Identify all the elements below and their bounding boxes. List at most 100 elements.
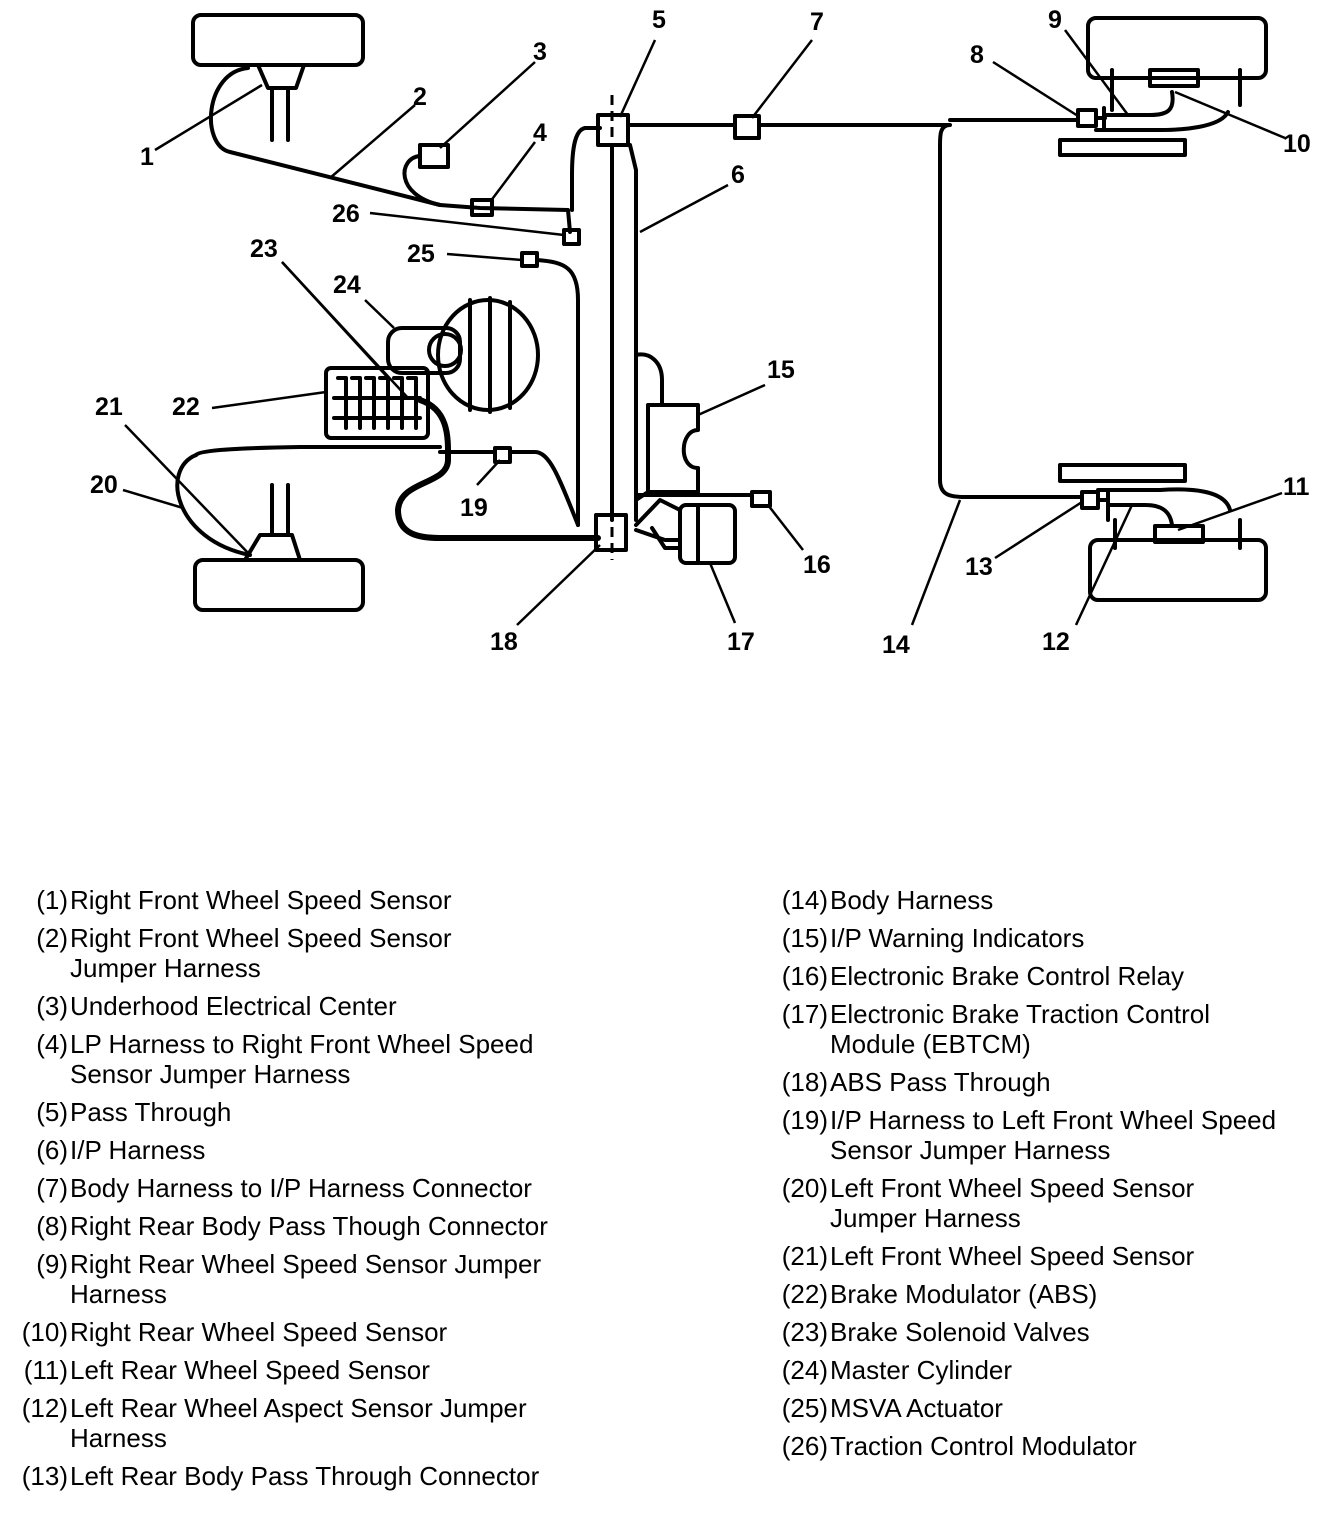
legend-label: Left Rear Wheel Speed Sensor <box>70 1355 430 1385</box>
legend-number: (20) <box>781 1173 828 1203</box>
legend-label: Brake Modulator (ABS) <box>830 1279 1098 1309</box>
ebtcm <box>678 503 737 565</box>
right-front-wheel <box>191 13 365 67</box>
legend-number: (13) <box>21 1461 68 1491</box>
legend-label: Left Rear Body Pass Through Connector <box>70 1461 540 1491</box>
callout-9: 9 <box>1048 6 1062 34</box>
left-front-wheel <box>193 558 365 612</box>
callout-24: 24 <box>333 271 361 299</box>
legend-item-25: (25)MSVA Actuator <box>760 1393 1344 1423</box>
legend-number: (9) <box>36 1249 68 1279</box>
legend-item-4: (4)LP Harness to Right Front Wheel Speed… <box>0 1029 660 1089</box>
legend-label: Right Rear Wheel Speed Sensor Jumper Har… <box>70 1249 542 1309</box>
legend-item-7: (7)Body Harness to I/P Harness Connector <box>0 1173 660 1203</box>
legend-item-8: (8)Right Rear Body Pass Though Connector <box>0 1211 660 1241</box>
callout-13: 13 <box>965 553 993 581</box>
callout-16: 16 <box>803 551 831 579</box>
legend-number: (12) <box>21 1393 68 1423</box>
legend-number: (5) <box>36 1097 68 1127</box>
legend-item-9: (9)Right Rear Wheel Speed Sensor Jumper … <box>0 1249 660 1309</box>
legend-label: Left Rear Wheel Aspect Sensor Jumper Har… <box>70 1393 527 1453</box>
legend-number: (2) <box>36 923 68 953</box>
legend-item-21: (21)Left Front Wheel Speed Sensor <box>760 1241 1344 1271</box>
legend-number: (24) <box>781 1355 828 1385</box>
legend-label: MSVA Actuator <box>830 1393 1003 1423</box>
legend-item-3: (3)Underhood Electrical Center <box>0 991 660 1021</box>
legend-number: (23) <box>781 1317 828 1347</box>
legend-item-23: (23)Brake Solenoid Valves <box>760 1317 1344 1347</box>
left-rear-wheel <box>1088 538 1268 602</box>
callout-25: 25 <box>407 240 435 268</box>
callout-17: 17 <box>727 628 755 656</box>
legend-number: (22) <box>781 1279 828 1309</box>
legend-label: Left Front Wheel Speed Sensor Jumper Har… <box>830 1173 1195 1233</box>
legend-right-column: (14)Body Harness (15)I/P Warning Indicat… <box>760 885 1344 1469</box>
legend-item-15: (15)I/P Warning Indicators <box>760 923 1344 953</box>
callout-1: 1 <box>140 143 154 171</box>
callout-10: 10 <box>1283 130 1311 158</box>
legend-number: (1) <box>36 885 68 915</box>
legend-item-19: (19)I/P Harness to Left Front Wheel Spee… <box>760 1105 1344 1165</box>
callout-21: 21 <box>95 393 123 421</box>
legend-item-26: (26)Traction Control Modulator <box>760 1431 1344 1461</box>
legend-label: Right Front Wheel Speed Sensor Jumper Ha… <box>70 923 452 983</box>
legend-item-17: (17)Electronic Brake Traction Control Mo… <box>760 999 1344 1059</box>
legend-number: (15) <box>781 923 828 953</box>
right-rear-wheel <box>1086 16 1268 80</box>
legend-item-12: (12)Left Rear Wheel Aspect Sensor Jumper… <box>0 1393 660 1453</box>
legend-label: LP Harness to Right Front Wheel Speed Se… <box>70 1029 534 1089</box>
legend-number: (8) <box>36 1211 68 1241</box>
legend-number: (10) <box>21 1317 68 1347</box>
callout-23: 23 <box>250 235 278 263</box>
legend-number: (4) <box>36 1029 68 1059</box>
legend-item-13: (13)Left Rear Body Pass Through Connecto… <box>0 1461 660 1491</box>
legend-item-5: (5)Pass Through <box>0 1097 660 1127</box>
callout-6: 6 <box>731 161 745 189</box>
legend-label: I/P Harness to Left Front Wheel Speed Se… <box>830 1105 1277 1165</box>
legend-label: Electronic Brake Control Relay <box>830 961 1185 991</box>
legend-label: Right Rear Body Pass Though Connector <box>70 1211 548 1241</box>
callout-5: 5 <box>652 6 666 34</box>
callout-19: 19 <box>460 494 488 522</box>
ip-warning-indicators <box>646 403 700 494</box>
legend-item-18: (18)ABS Pass Through <box>760 1067 1344 1097</box>
rf-jumper-harness <box>209 66 572 234</box>
connector-19 <box>493 446 512 464</box>
legend-item-10: (10)Right Rear Wheel Speed Sensor <box>0 1317 660 1347</box>
legend-label: Pass Through <box>70 1097 232 1127</box>
connector-4 <box>470 198 494 217</box>
legend-number: (25) <box>781 1393 828 1423</box>
legend-number: (26) <box>781 1431 828 1461</box>
callout-18: 18 <box>490 628 518 656</box>
callout-15: 15 <box>767 356 795 384</box>
legend-label: Body Harness to I/P Harness Connector <box>70 1173 532 1203</box>
callout-22: 22 <box>172 393 200 421</box>
legend-item-1: (1)Right Front Wheel Speed Sensor <box>0 885 660 915</box>
legend-label: Electronic Brake Traction Control Module… <box>830 999 1211 1059</box>
legend-number: (3) <box>36 991 68 1021</box>
legend-number: (16) <box>781 961 828 991</box>
legend-label: ABS Pass Through <box>830 1067 1051 1097</box>
legend-number: (14) <box>781 885 828 915</box>
legend-number: (7) <box>36 1173 68 1203</box>
callout-2: 2 <box>413 83 427 111</box>
legend-item-11: (11)Left Rear Wheel Speed Sensor <box>0 1355 660 1385</box>
msva-actuator <box>520 251 539 268</box>
lf-jumper-harness <box>194 445 442 457</box>
callout-14: 14 <box>882 631 910 659</box>
callout-20: 20 <box>90 471 118 499</box>
callout-3: 3 <box>533 38 547 66</box>
wiring-diagram: 1 2 3 4 5 6 7 8 9 10 11 12 13 14 15 16 1… <box>90 6 1311 659</box>
underhood-electrical-center <box>418 143 450 169</box>
connector-8 <box>1076 108 1098 128</box>
legend-number: (6) <box>36 1135 68 1165</box>
legend-label: I/P Harness <box>70 1135 206 1165</box>
legend-item-6: (6)I/P Harness <box>0 1135 660 1165</box>
legend-number: (19) <box>781 1105 828 1135</box>
legend-label: Right Rear Wheel Speed Sensor <box>70 1317 448 1347</box>
legend-item-24: (24)Master Cylinder <box>760 1355 1344 1385</box>
legend-number: (18) <box>781 1067 828 1097</box>
legend-item-20: (20)Left Front Wheel Speed Sensor Jumper… <box>760 1173 1344 1233</box>
legend-item-16: (16)Electronic Brake Control Relay <box>760 961 1344 991</box>
legend-left-column: (1)Right Front Wheel Speed Sensor (2)Rig… <box>0 885 660 1499</box>
